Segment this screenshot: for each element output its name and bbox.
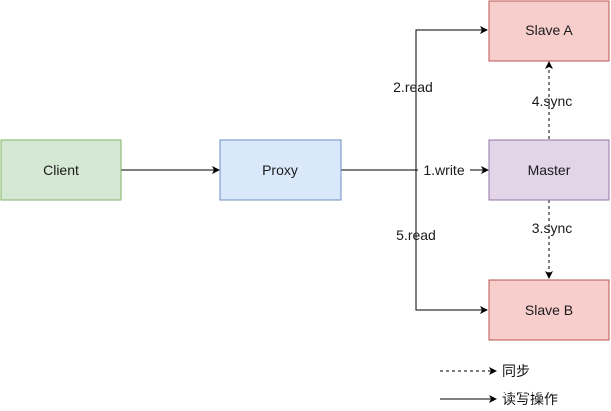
edge-proxy-slave-b xyxy=(415,170,488,314)
node-slave-b: Slave B xyxy=(488,279,610,341)
edge-label-write: 1.write xyxy=(423,162,464,178)
node-client: Client xyxy=(0,139,122,201)
node-master-label: Master xyxy=(528,162,571,178)
node-slave-a-label: Slave A xyxy=(525,22,573,38)
legend-sync-label: 同步 xyxy=(502,364,530,380)
edge-proxy-slave-a xyxy=(415,26,488,170)
node-slave-a: Slave A xyxy=(488,0,610,62)
watermark-text: 程序员历小冰 xyxy=(493,382,571,397)
edge-label-sync-b: 3.sync xyxy=(532,220,572,236)
edge-label-bg xyxy=(418,161,470,179)
watermark: 程序员历小冰 xyxy=(472,382,571,397)
edge-label-read-a: 2.read xyxy=(393,79,433,95)
edge-label-read-b: 5.read xyxy=(396,227,436,243)
legend-read-write-label: 读写操作 xyxy=(502,391,558,408)
node-master: Master xyxy=(488,139,610,201)
node-slave-b-label: Slave B xyxy=(525,302,573,318)
edge-label-sync-a: 4.sync xyxy=(532,93,572,109)
node-proxy-label: Proxy xyxy=(262,162,298,178)
node-proxy: Proxy xyxy=(219,139,342,201)
node-client-label: Client xyxy=(43,162,79,178)
legend: 同步 读写操作 xyxy=(440,364,558,408)
wechat-icon xyxy=(472,382,491,397)
